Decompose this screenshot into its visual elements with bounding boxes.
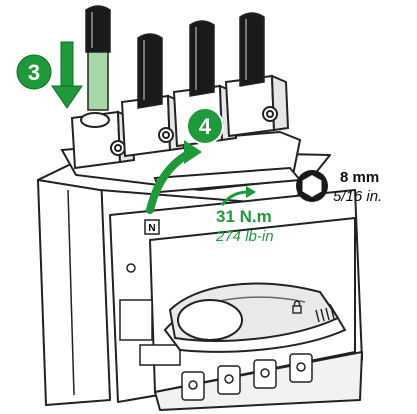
rotary-handle	[163, 282, 347, 353]
torque-arrow	[220, 186, 256, 206]
torque-imperial-label: 274 lb-in	[215, 228, 274, 245]
cable-2	[137, 33, 163, 109]
step-3-badge: 3	[16, 54, 52, 90]
side-details	[67, 189, 181, 396]
handle-grip-ridges	[315, 306, 335, 323]
step-4-badge: 4	[186, 107, 224, 145]
padlock-icon	[292, 300, 302, 314]
wrench-metric-label: 8 mm	[340, 169, 379, 186]
terminal-4	[224, 74, 290, 138]
cable-4	[239, 12, 265, 87]
step-3-number: 3	[28, 60, 40, 85]
cable-3	[189, 20, 215, 97]
step-4-number: 4	[199, 114, 212, 139]
lower-terminals	[181, 353, 313, 401]
neutral-marker-label: N	[148, 223, 155, 234]
hex-socket-icon	[296, 170, 328, 202]
neutral-marker: N	[144, 219, 160, 235]
wrench-imperial-label: 5/16 in.	[333, 188, 382, 205]
cables	[85, 5, 265, 111]
rotation-arrow	[146, 140, 202, 214]
cable-1	[85, 5, 111, 111]
insert-arrow	[51, 41, 83, 109]
torque-metric-label: 31 N.m	[216, 207, 272, 226]
